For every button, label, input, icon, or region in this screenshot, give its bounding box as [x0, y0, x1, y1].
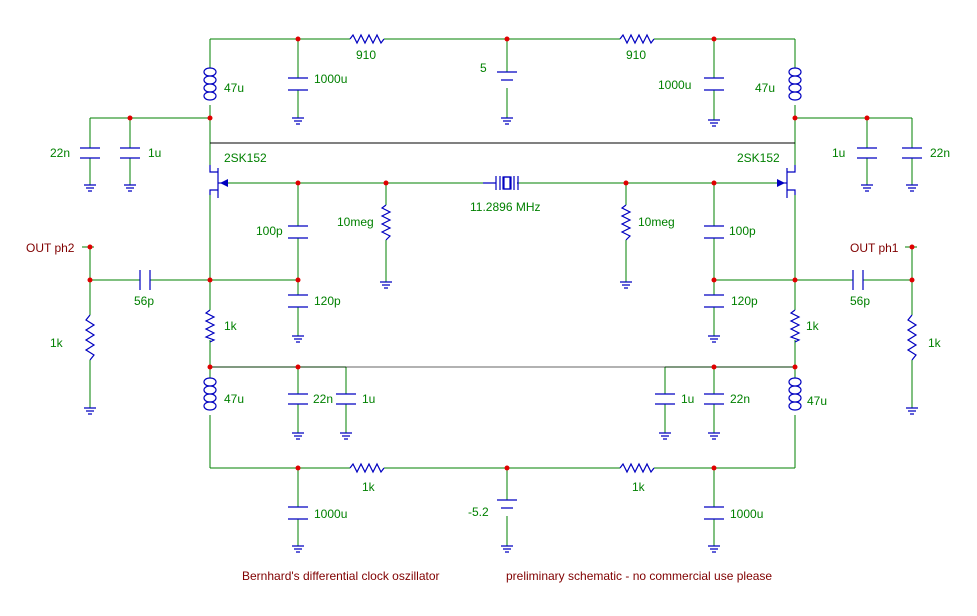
label-r-top-right: 910 [626, 48, 646, 62]
resistor-10meg-right [620, 204, 632, 241]
resistor-10meg-left [380, 204, 392, 241]
label-r-bot-right: 1k [632, 480, 646, 494]
inductor-symbols [203, 67, 802, 411]
label-c-120p-right: 120p [731, 294, 758, 308]
resistor-1k-source-left [204, 309, 216, 343]
label-c-right-1u: 1u [832, 146, 845, 160]
junction-nodes [87, 36, 915, 471]
resistor-1k-out-left [84, 314, 96, 361]
jfet-right [777, 165, 796, 198]
label-l-bot-right: 47u [807, 394, 827, 408]
label-r-1k-source-left: 1k [224, 319, 238, 333]
label-c-left-1u: 1u [148, 146, 161, 160]
label-r-top-left: 910 [356, 48, 376, 62]
wires [82, 38, 917, 546]
resistor-symbols [84, 33, 918, 474]
caption-notice: preliminary schematic - no commercial us… [506, 569, 772, 583]
label-c-left-22n: 22n [50, 146, 70, 160]
label-c-bot-1000u-right: 1000u [730, 507, 763, 521]
resistor-1k-source-right [789, 309, 801, 343]
caption-title: Bernhard's differential clock oszillator [242, 569, 440, 583]
label-l-top-right: 47u [755, 81, 775, 95]
resistor-1k-bottom-right [619, 462, 655, 474]
resistor-1k-bottom-left [349, 462, 385, 474]
label-c-bot-1u-right: 1u [681, 392, 694, 406]
label-c-bot-22n-right: 22n [730, 392, 750, 406]
label-out-left: OUT ph2 [26, 241, 75, 255]
resistor-910-right [619, 33, 655, 45]
label-c-right-22n: 22n [930, 146, 950, 160]
label-r-1k-out-left: 1k [50, 336, 64, 350]
label-r-bot-left: 1k [362, 480, 376, 494]
resistor-910-left [349, 33, 385, 45]
crystal-symbol [483, 176, 519, 190]
label-c-56p-left: 56p [134, 294, 154, 308]
capacitor-symbols [80, 77, 922, 520]
label-c-top-left: 1000u [314, 72, 347, 86]
label-out-right: OUT ph1 [850, 241, 899, 255]
component-labels: 910 910 5 1000u 1000u 47u 47u 22n 1u 1u … [26, 48, 950, 521]
label-c-bot-22n-left: 22n [313, 392, 333, 406]
captions: Bernhard's differential clock oszillator… [242, 569, 772, 583]
label-crystal: 11.2896 MHz [470, 200, 540, 214]
label-c-56p-right: 56p [850, 294, 870, 308]
ground-symbols [84, 117, 918, 553]
label-r-10meg-right: 10meg [638, 215, 675, 229]
label-c-100p-right: 100p [729, 224, 756, 238]
resistor-1k-out-right [906, 314, 918, 361]
label-l-top-left: 47u [224, 81, 244, 95]
label-fet-right: 2SK152 [737, 151, 780, 165]
label-l-bot-left: 47u [224, 392, 244, 406]
label-fet-left: 2SK152 [224, 151, 267, 165]
label-r-1k-source-right: 1k [806, 319, 820, 333]
label-c-120p-left: 120p [314, 294, 341, 308]
label-vsrc-top: 5 [480, 61, 487, 75]
label-r-1k-out-right: 1k [928, 336, 942, 350]
label-vsrc-bot: -5.2 [468, 505, 489, 519]
label-c-top-right: 1000u [658, 78, 691, 92]
label-c-bot-1u-left: 1u [362, 392, 375, 406]
label-c-100p-left: 100p [256, 224, 283, 238]
label-r-10meg-left: 10meg [337, 215, 374, 229]
bus-lines [210, 142, 795, 368]
voltage-source-symbols [497, 71, 517, 509]
jfet-left [209, 165, 228, 198]
label-c-bot-1000u-left: 1000u [314, 507, 347, 521]
